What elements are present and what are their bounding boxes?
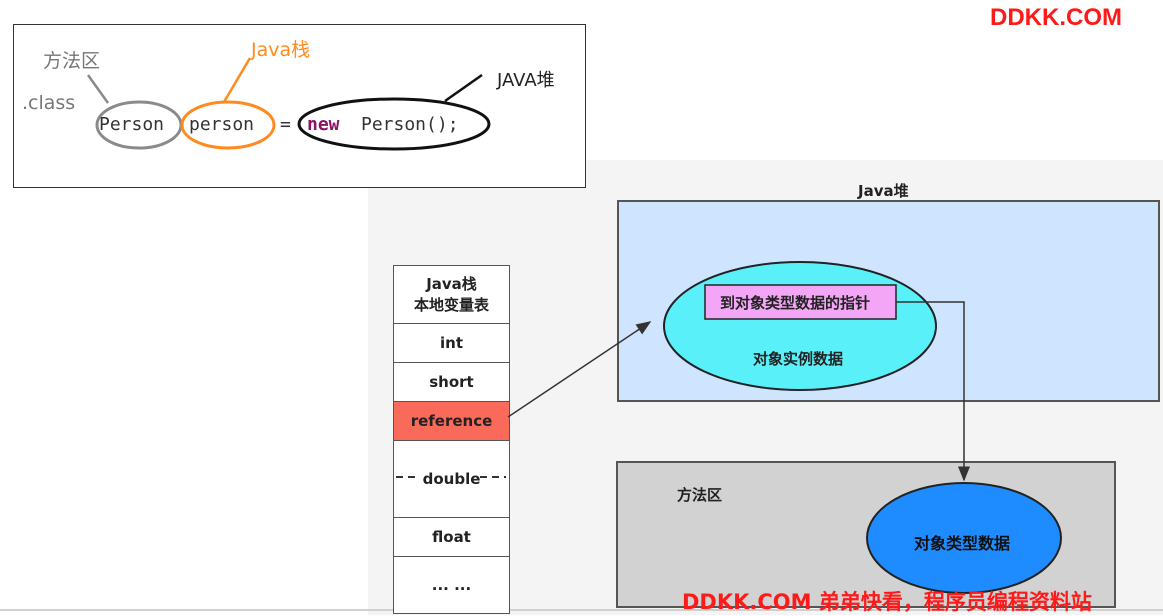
heap-pointer-line: [444, 73, 483, 103]
stack-cell-short: short: [394, 363, 509, 402]
watermark-bottom: DDKK.COM 弟弟快看，程序员编程资料站: [682, 590, 1092, 614]
constructor-call: Person();: [361, 114, 459, 135]
stack-pointer-line: [222, 57, 252, 103]
stack-cell-reference: reference: [394, 402, 509, 441]
pointer-label: 到对象类型数据的指针: [720, 294, 871, 312]
java-stack-table: Java栈 本地变量表 int short reference double f…: [393, 265, 510, 614]
stack-cell-label: double: [422, 470, 481, 488]
var-word: person: [189, 114, 255, 135]
stack-cell-label: ... ...: [431, 576, 472, 594]
type-word: Person: [99, 114, 165, 135]
heap-code-label: JAVA堆: [497, 70, 555, 91]
code-illustration-box: [13, 24, 586, 188]
var-ellipse: [180, 100, 276, 150]
stack-cell-double: double: [394, 441, 509, 518]
stack-cell-label: int: [440, 334, 463, 352]
type-data-ellipse: [866, 482, 1062, 594]
stack-code-label: Java栈: [251, 39, 311, 61]
heap-title: Java堆: [858, 182, 909, 200]
equals-sign: =: [280, 114, 291, 135]
instance-data-label: 对象实例数据: [753, 350, 844, 368]
pointer-arrow: [896, 301, 970, 482]
new-ellipse: [297, 97, 491, 151]
reference-arrow: [507, 321, 652, 418]
stack-cell-int: int: [394, 324, 509, 363]
instance-data-ellipse: [663, 261, 937, 391]
type-data-label: 对象类型数据: [914, 534, 1011, 553]
pointer-box: [704, 284, 897, 320]
stack-header-line2: 本地变量表: [413, 295, 489, 314]
stack-header: Java栈 本地变量表: [394, 266, 509, 324]
stack-cell-float: float: [394, 518, 509, 557]
stack-header-line1: Java栈: [426, 274, 477, 293]
stack-cell-label: reference: [410, 412, 493, 430]
method-area-title: 方法区: [677, 486, 723, 504]
new-keyword: new: [307, 114, 340, 135]
stack-cell-label: short: [429, 373, 474, 391]
method-area-pointer-line: [86, 74, 110, 104]
stack-cell-label: float: [432, 528, 471, 546]
watermark-top: DDKK.COM: [990, 4, 1122, 31]
class-label: .class: [22, 92, 76, 114]
bottom-divider: [0, 609, 1163, 611]
method-area-code-label: 方法区: [43, 50, 101, 72]
stack-cell-more: ... ...: [394, 557, 509, 613]
